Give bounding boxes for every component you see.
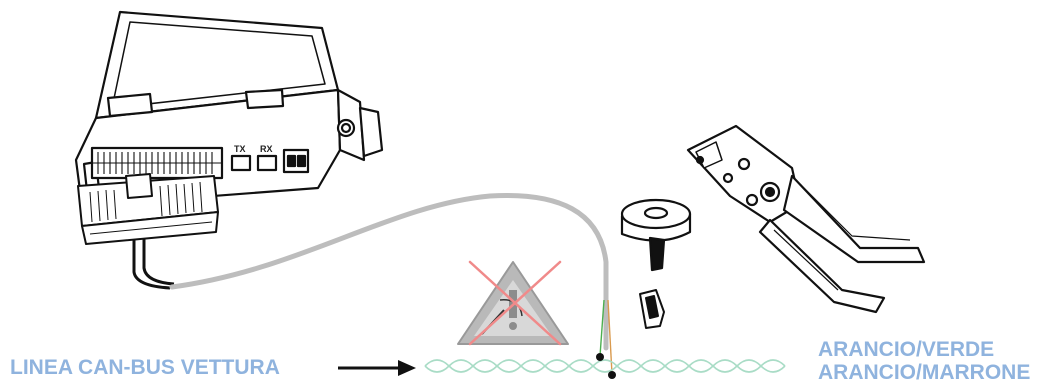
tap-junction-orange bbox=[608, 371, 616, 379]
wire-pair-orange-brown-label: ARANCIO/MARRONE bbox=[818, 362, 1030, 383]
tap-wire-orange bbox=[608, 300, 612, 374]
tap-wire-green bbox=[600, 300, 604, 356]
tap-junction-green bbox=[596, 353, 604, 361]
wire-tap-clip-icon bbox=[640, 290, 664, 328]
rx-port-label: RX bbox=[260, 144, 273, 154]
tape-roll-icon bbox=[622, 200, 690, 270]
tx-port-label: TX bbox=[234, 144, 246, 154]
can-bus-line-label: LINEA CAN-BUS VETTURA bbox=[10, 357, 280, 378]
control-unit-icon bbox=[76, 12, 382, 206]
can-bus-twisted-pair bbox=[425, 360, 785, 372]
wiring-connector-icon bbox=[78, 174, 218, 288]
arrow-right-icon bbox=[338, 360, 416, 376]
wire-pair-orange-green-label: ARANCIO/VERDE bbox=[818, 339, 994, 360]
crimping-pliers-icon bbox=[688, 126, 924, 312]
warning-triangle-icon bbox=[458, 262, 568, 344]
